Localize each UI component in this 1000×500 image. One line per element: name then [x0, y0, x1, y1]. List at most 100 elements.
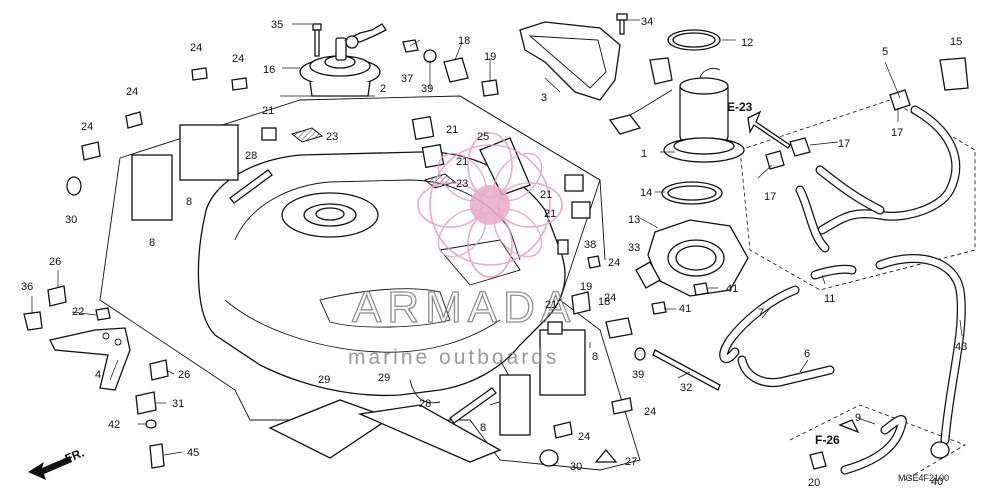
callout-24-7: 24 — [644, 406, 656, 418]
callout-40: 40 — [931, 476, 943, 488]
callout-8-4: 8 — [592, 351, 598, 363]
clip-24-c — [125, 111, 143, 129]
callout-22: 22 — [72, 306, 84, 318]
pad-29-left — [268, 399, 392, 459]
callout-32: 32 — [680, 382, 692, 394]
pad-8-lower-a — [499, 374, 531, 436]
callout-15: 15 — [950, 36, 962, 48]
long-bolt-32 — [652, 349, 721, 391]
callout-24: 24 — [190, 42, 202, 54]
callout-17-3: 17 — [764, 191, 776, 203]
callout-8: 8 — [149, 237, 155, 249]
callout-23: 23 — [326, 131, 338, 143]
callout-18-2: 18 — [598, 296, 610, 308]
clip-20 — [809, 451, 827, 470]
ref-e23: E-23 — [727, 100, 753, 114]
callout-41-2: 41 — [679, 303, 691, 315]
watermark-tagline: marine outboards — [348, 346, 559, 369]
callout-25: 25 — [477, 131, 489, 143]
watermark: ARMADA marine outboards — [348, 132, 576, 369]
mounting-bracket — [49, 327, 131, 391]
connector-15 — [939, 57, 969, 91]
spring-24-b — [231, 77, 248, 91]
bolt-34 — [616, 13, 628, 35]
grommet-30-upper — [66, 176, 82, 196]
pad-21-b — [421, 143, 445, 169]
clip-24-f — [611, 397, 633, 415]
pad-8-left — [131, 154, 173, 221]
callout-31: 31 — [172, 398, 184, 410]
callout-12: 12 — [741, 37, 753, 49]
damper-31 — [135, 391, 157, 415]
hose-9 — [840, 415, 907, 475]
hose-group-outline — [739, 99, 976, 291]
callout-20: 20 — [808, 477, 820, 489]
callout-21-6: 21 — [545, 299, 557, 311]
nut-22 — [95, 307, 111, 321]
callout-8-2: 8 — [186, 196, 192, 208]
washer-39-lower — [634, 347, 646, 361]
cap-bolt — [312, 23, 322, 57]
callout-21-3: 21 — [456, 156, 468, 168]
callout-21-2: 21 — [446, 124, 458, 136]
callout-19-2: 19 — [580, 281, 592, 293]
callout-39-2: 39 — [632, 369, 644, 381]
pad-21-c — [564, 174, 584, 192]
callout-26-2: 26 — [178, 369, 190, 381]
callout-41: 41 — [726, 283, 738, 295]
callout-3: 3 — [541, 92, 547, 104]
watermark-brand: ARMADA — [352, 283, 576, 332]
clamp-17-c — [765, 150, 785, 170]
hose-11 — [810, 264, 857, 280]
pad-21-d — [571, 201, 591, 219]
callout-45: 45 — [187, 447, 199, 459]
callout-13: 13 — [628, 214, 640, 226]
callout-34: 34 — [641, 16, 653, 28]
callout-24-3: 24 — [126, 86, 138, 98]
callout-18: 18 — [458, 35, 470, 47]
callout-19: 19 — [484, 51, 496, 63]
pad-29-right — [357, 404, 502, 463]
cap-27 — [594, 448, 618, 463]
grommet-30-lower — [539, 449, 559, 467]
strip-28-upper — [229, 169, 273, 204]
fitting-33 — [635, 261, 661, 289]
callout-4: 4 — [95, 369, 101, 381]
callout-7: 7 — [758, 307, 764, 319]
cushion-23-lower — [423, 173, 457, 189]
collar-19-lower — [571, 291, 591, 315]
strip-28-lower — [449, 387, 497, 424]
nut-41-a — [693, 282, 709, 296]
watermark-flower-logo — [417, 132, 563, 278]
clip-38 — [557, 239, 569, 255]
damper-18-lower — [605, 317, 633, 339]
callout-21: 21 — [262, 105, 274, 117]
clamp-17-a — [889, 89, 911, 111]
callout-16: 16 — [263, 64, 275, 76]
pump-gasket-14 — [661, 181, 723, 205]
fuel-pump — [608, 57, 745, 163]
f26-arrow — [838, 419, 860, 434]
callout-26: 26 — [49, 256, 61, 268]
pad-21-f — [547, 321, 563, 335]
callout-23-2: 23 — [456, 178, 468, 190]
callout-6: 6 — [804, 348, 810, 360]
callout-29: 29 — [318, 374, 330, 386]
callout-37: 37 — [401, 73, 413, 85]
pad-25 — [479, 137, 531, 196]
diagram-code: MGE4F2100 — [898, 473, 949, 483]
clip-24-d — [81, 141, 101, 161]
e23-arrow — [747, 110, 791, 149]
callout-38: 38 — [584, 239, 596, 251]
leader-lines — [31, 19, 963, 456]
bolt-45 — [149, 443, 165, 469]
callout-28: 28 — [245, 150, 257, 162]
callout-5: 5 — [882, 46, 888, 58]
pad-21-a — [411, 115, 435, 141]
damper-18-upper — [443, 57, 469, 83]
pad-8-lower-b — [539, 329, 586, 396]
callout-layer: 1234567888891112131415161717171818191920… — [21, 16, 967, 489]
hose-7 — [719, 285, 800, 364]
callout-9: 9 — [855, 412, 861, 424]
